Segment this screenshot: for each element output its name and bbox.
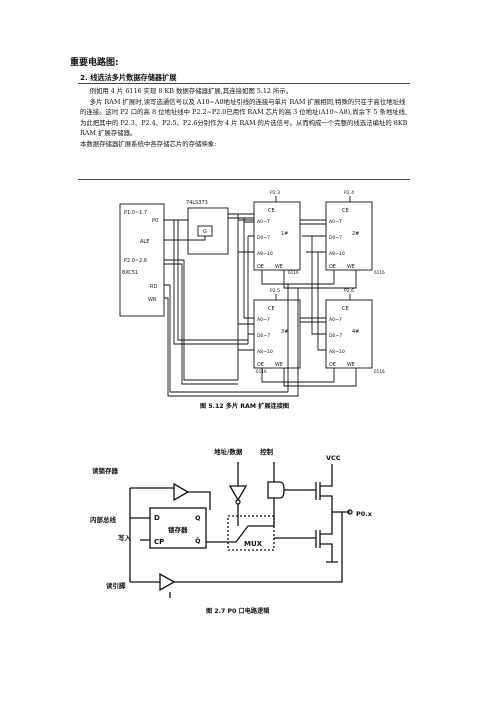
chip1-cs: P2.3 (270, 190, 280, 196)
vcc-label: VCC (326, 454, 341, 462)
chip2-ahi: A8~10 (329, 251, 345, 257)
p0-port-logic-diagram: 读锁存器 内部总线 写入 读引脚 地址/数据 控制 VCC P0.x D CP … (90, 447, 373, 598)
chip3-part: 6116 (256, 369, 267, 374)
latch-name: 锁存器 (167, 525, 188, 534)
fig1-caption: 图 5.12 多片 RAM 扩展连接图 (200, 403, 290, 410)
upper-fet (315, 464, 350, 513)
chip1-part: 6116 (288, 270, 299, 275)
rd-line (164, 284, 288, 393)
section-title: 2. 线选法多片数据存储器扩展 (80, 73, 177, 82)
ale-line (164, 236, 206, 241)
chip3-id: 3# (281, 329, 288, 335)
chip3-cs: P2.5 (270, 288, 280, 294)
we-fanout (283, 270, 357, 396)
and-gate (267, 462, 285, 499)
chip1-id: 1# (281, 231, 288, 237)
mux-label: MUX (244, 540, 263, 548)
internal-bus-label: 内部总线 (90, 515, 117, 524)
read-latch-buffer (173, 482, 190, 502)
paragraph-1: 例如用 4 片 6116 实现 8 KB 数据存储器扩展,其连接如图 5.12 … (89, 87, 293, 95)
chip4-d: D0~7 (329, 333, 342, 339)
latch-name-label: 74LS373 (186, 200, 208, 206)
chip1-we: WE (275, 264, 283, 270)
cpu-rd-label: RD (150, 284, 157, 290)
chip4-id: 4# (352, 329, 359, 335)
latch-d-pin: D (154, 514, 160, 522)
chip2-cs: P2.4 (344, 190, 354, 196)
chip3-alo: A0~7 (257, 317, 270, 323)
chip1-d: D0~7 (257, 235, 270, 241)
write-label: 写入 (118, 534, 132, 542)
cpu-p2-label: P2.0~2.6 (124, 258, 147, 264)
read-latch-arrow (122, 472, 130, 482)
addr-inverter-bubble (235, 499, 241, 505)
chip1-oe: OE (257, 264, 264, 270)
ram-expansion-diagram: P1.0~1.7 P0 ALE P2.0~2.6 8XC51 RD WR 74L… (119, 190, 385, 397)
read-pin-buffer (159, 572, 176, 592)
data-bus (173, 220, 248, 345)
chip1-ce: CE (268, 208, 275, 214)
read-latch-wire (130, 487, 211, 510)
chip3-ahi: A8~10 (257, 349, 273, 355)
chip4-we: WE (347, 362, 355, 368)
chip2-oe: OE (329, 264, 336, 270)
control-label: 控制 (260, 447, 274, 456)
text-rule (78, 179, 410, 180)
chip3-ce: CE (268, 306, 275, 312)
chip1-alo: A0~7 (257, 219, 270, 225)
chip2-alo: A0~7 (329, 219, 342, 225)
chip1-ahi: A8~10 (257, 251, 273, 257)
p0x-pin (347, 509, 353, 515)
control-wires (273, 489, 310, 526)
chip4-cs: P2.6 (344, 288, 354, 294)
cpu-p1-label: P1.0~1.7 (124, 210, 147, 216)
page-heading: 重要电路图: (70, 58, 119, 68)
chip4-part: 6116 (374, 369, 385, 374)
addr-inverter (228, 485, 248, 502)
chip4-ce: CE (342, 306, 349, 312)
mux-switch (206, 504, 274, 543)
cpu-wr-label: WR (148, 297, 157, 303)
addr-low-fanout (237, 214, 254, 325)
addr-high-fanout (237, 251, 326, 380)
fig2-caption: 图 2.7 P0 口电路逻辑 (206, 608, 270, 615)
latch-g-label: G (203, 229, 207, 235)
latch-block (187, 207, 229, 255)
addr-low-bus (228, 213, 254, 219)
paragraph-3: 本数据存储器扩展系统中各存储芯片的存储映象: (80, 139, 217, 148)
read-pin-wire (130, 512, 343, 583)
chip3-oe: OE (257, 362, 264, 368)
chip2-d: D0~7 (329, 235, 342, 241)
p0x-label: P0.x (356, 510, 373, 518)
cpu-p0-label: P0 (152, 218, 158, 224)
wr-line (164, 297, 298, 397)
addr-high-bus (164, 259, 238, 385)
chip2-we: WE (347, 264, 355, 270)
chip2-id: 2# (352, 231, 359, 237)
section-rule (78, 83, 410, 84)
lower-fet (315, 512, 338, 563)
chip4-oe: OE (329, 362, 336, 368)
bus-wires (129, 488, 150, 582)
cpu-ale-label: ALE (140, 239, 149, 245)
chip-link-bus (300, 219, 326, 323)
chip2-ce: CE (342, 208, 349, 214)
latch-q-pin: Q (195, 514, 201, 522)
latch-cp-pin: CP (154, 538, 164, 546)
latch-box (149, 507, 207, 549)
cpu-name-label: 8XC51 (122, 270, 138, 276)
read-latch-label: 读锁存器 (92, 466, 119, 475)
chip3-d: D0~7 (257, 333, 270, 339)
paragraph-2: 多片 RAM 扩展时,读写选通信号以及 A10~A0地址引线的连接与单片 RAM… (80, 97, 408, 138)
latch-qbar-pin: Q̄ (195, 536, 201, 545)
chip4-alo: A0~7 (329, 317, 342, 323)
body-text: 例如用 4 片 6116 实现 8 KB 数据存储器扩展,其连接如图 5.12 … (80, 86, 410, 150)
read-pin-label: 读引脚 (106, 581, 126, 590)
chip4-ahi: A8~10 (329, 349, 345, 355)
chip2-part: 6116 (374, 270, 385, 275)
chip3-we: WE (275, 362, 283, 368)
addr-data-label: 地址/数据 (214, 447, 243, 456)
data-fanout (247, 235, 326, 344)
